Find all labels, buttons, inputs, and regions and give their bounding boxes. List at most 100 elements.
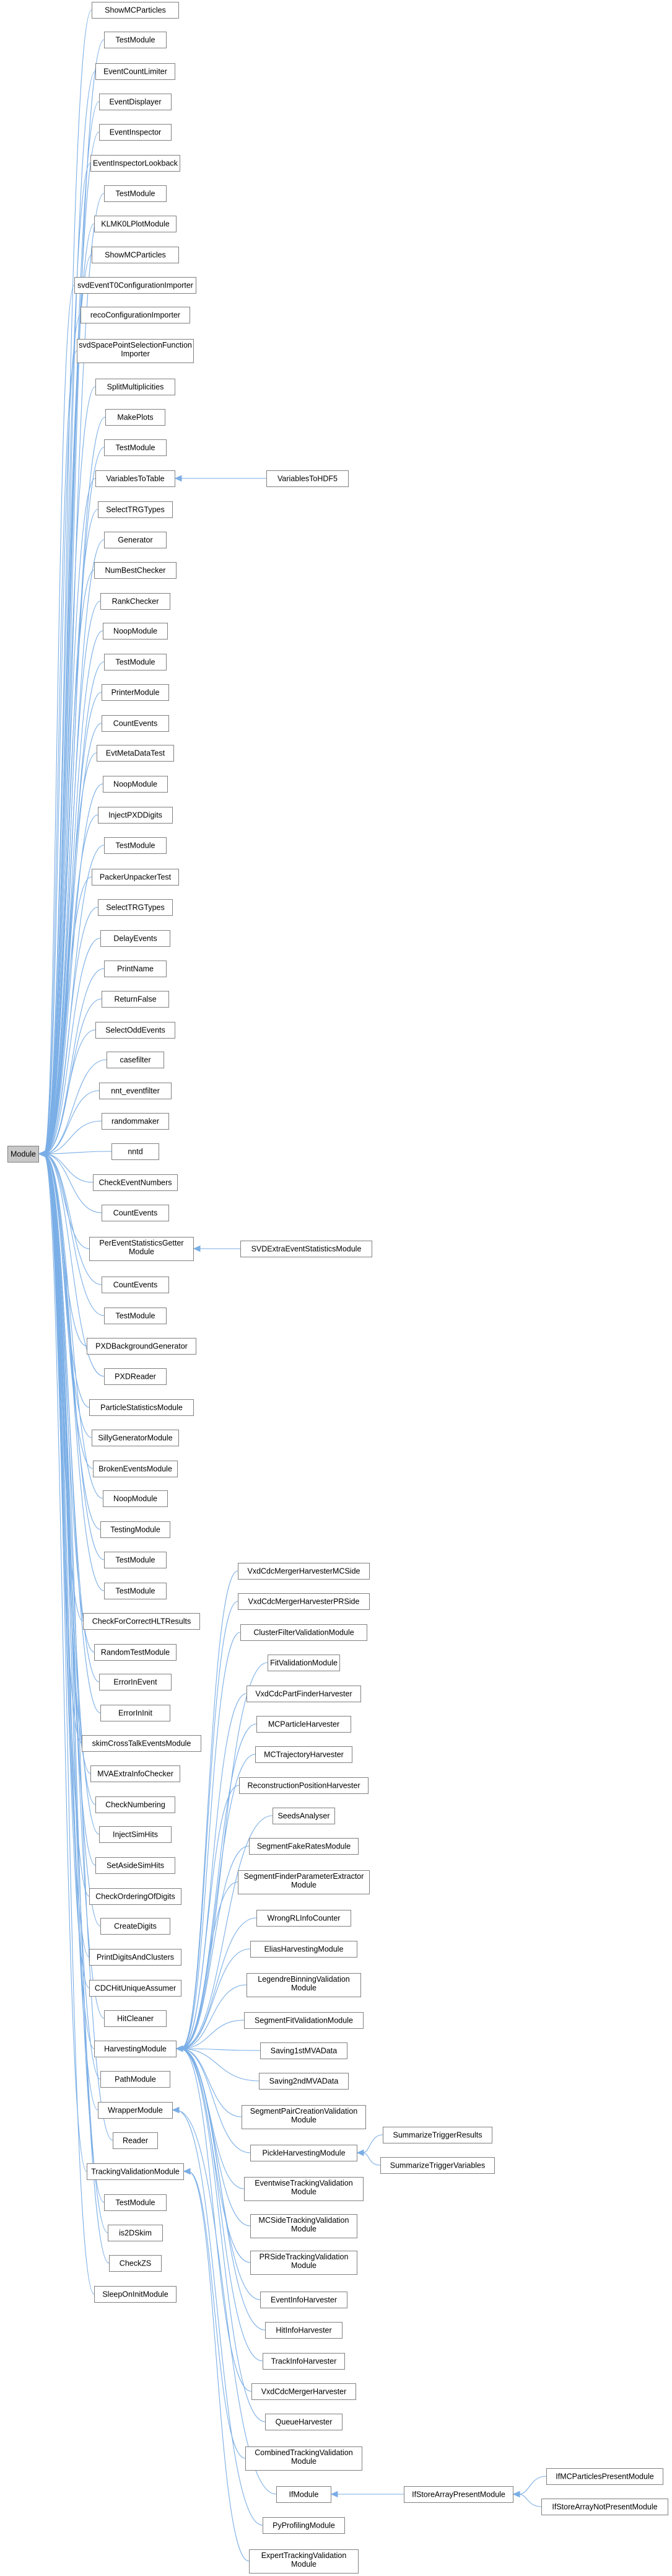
class-node-queueharvester[interactable]: QueueHarvester (265, 2414, 343, 2430)
class-node-module[interactable]: Module (7, 1146, 39, 1163)
class-node-vxdcdcmergerharvesterprside[interactable]: VxdCdcMergerHarvesterPRSide (238, 1593, 370, 1610)
class-node-saving2ndmvadata[interactable]: Saving2ndMVAData (259, 2073, 349, 2090)
class-node-randommaker[interactable]: randommaker (102, 1113, 169, 1130)
class-node-vxdcdcmergerharvester[interactable]: VxdCdcMergerHarvester (251, 2383, 356, 2400)
class-node-harvestingmodule[interactable]: HarvestingModule (94, 2041, 177, 2057)
class-node-packerunpackertest[interactable]: PackerUnpackerTest (92, 869, 179, 886)
class-node-checkzs[interactable]: CheckZS (109, 2255, 162, 2272)
class-node-segmentfitvalidationmodule[interactable]: SegmentFitValidationModule (244, 2012, 364, 2029)
class-node-eventinspector[interactable]: EventInspector (99, 124, 172, 141)
class-node-splitmultiplicities[interactable]: SplitMultiplicities (95, 379, 175, 395)
class-node-createdigits[interactable]: CreateDigits (100, 1918, 170, 1935)
class-node-variablestotable[interactable]: VariablesToTable (95, 470, 175, 487)
class-node-eventinspectorlookback[interactable]: EventInspectorLookback (90, 155, 180, 172)
class-node-hitinfoharvester[interactable]: HitInfoHarvester (265, 2322, 343, 2339)
class-node-generator[interactable]: Generator (104, 532, 167, 548)
class-node-pathmodule[interactable]: PathModule (100, 2071, 170, 2088)
class-node-svdextraeventstatisticsmodule[interactable]: SVDExtraEventStatisticsModule (240, 1241, 372, 1257)
class-node-eliasharvestingmodule[interactable]: EliasHarvestingModule (250, 1941, 357, 1958)
class-node-variablestohdf5[interactable]: VariablesToHDF5 (266, 470, 349, 487)
class-node-trackinfoharvester[interactable]: TrackInfoHarvester (263, 2353, 345, 2370)
class-node-testingmodule[interactable]: TestingModule (100, 1521, 170, 1538)
class-node-pxdreader[interactable]: PXDReader (104, 1368, 167, 1385)
class-node-sleeponinitmodule[interactable]: SleepOnInitModule (94, 2286, 177, 2303)
class-node-pickleharvestingmodule[interactable]: PickleHarvestingModule (250, 2145, 357, 2161)
class-node-testmodule[interactable]: TestModule (104, 837, 167, 854)
class-node-testmodule[interactable]: TestModule (104, 185, 167, 202)
class-node-fitvalidationmodule[interactable]: FitValidationModule (268, 1655, 340, 1671)
class-node-vxdcdcpartfinderharvester[interactable]: VxdCdcPartFinderHarvester (247, 1686, 361, 1702)
class-node-nnt-eventfilter[interactable]: nnt_eventfilter (99, 1083, 172, 1099)
class-node-reader[interactable]: Reader (113, 2132, 158, 2149)
class-node-noopmodule[interactable]: NoopModule (103, 776, 168, 793)
class-node-saving1stmvadata[interactable]: Saving1stMVAData (260, 2042, 347, 2059)
class-node-skimcrosstalkeventsmodule[interactable]: skimCrossTalkEventsModule (82, 1735, 201, 1752)
class-node-checkforcorrecthltresults[interactable]: CheckForCorrectHLTResults (83, 1613, 200, 1630)
class-node-delayevents[interactable]: DelayEvents (100, 930, 170, 947)
class-node-ifmodule[interactable]: IfModule (276, 2486, 331, 2503)
class-node-printermodule[interactable]: PrinterModule (102, 684, 169, 701)
class-node-checkeventnumbers[interactable]: CheckEventNumbers (93, 1174, 178, 1191)
class-node-trackingvalidationmodule[interactable]: TrackingValidationModule (87, 2163, 184, 2180)
class-node-ifstorearraynotpresentmodule[interactable]: IfStoreArrayNotPresentModule (541, 2499, 668, 2515)
class-node-mctrajectoryharvester[interactable]: MCTrajectoryHarvester (255, 1746, 352, 1763)
class-node-is2dskim[interactable]: is2DSkim (108, 2225, 163, 2241)
class-node-sillygeneratormodule[interactable]: SillyGeneratorModule (92, 1430, 179, 1446)
class-node-summarizetriggerresults[interactable]: SummarizeTriggerResults (383, 2127, 492, 2143)
class-node-countevents[interactable]: CountEvents (102, 1277, 169, 1293)
class-node-showmcparticles[interactable]: ShowMCParticles (92, 247, 179, 263)
class-node-rankchecker[interactable]: RankChecker (100, 593, 170, 610)
class-node-ifstorearraypresentmodule[interactable]: IfStoreArrayPresentModule (404, 2486, 513, 2503)
class-node-countevents[interactable]: CountEvents (102, 1205, 169, 1221)
class-node-eventcountlimiter[interactable]: EventCountLimiter (95, 63, 175, 80)
class-node-vxdcdcmergerharvestermcside[interactable]: VxdCdcMergerHarvesterMCSide (238, 1563, 370, 1580)
class-node-returnfalse[interactable]: ReturnFalse (102, 991, 169, 1008)
class-node-hitcleaner[interactable]: HitCleaner (104, 2010, 167, 2027)
class-node-printname[interactable]: PrintName (104, 961, 167, 977)
class-node-noopmodule[interactable]: NoopModule (103, 1490, 168, 1507)
class-node-evtmetadatatest[interactable]: EvtMetaDataTest (97, 745, 174, 762)
class-node-pyprofilingmodule[interactable]: PyProfilingModule (263, 2517, 345, 2534)
class-node-noopmodule[interactable]: NoopModule (103, 623, 168, 640)
class-node-brokeneventsmodule[interactable]: BrokenEventsModule (93, 1461, 178, 1477)
class-node-testmodule[interactable]: TestModule (104, 32, 167, 48)
class-node-testmodule[interactable]: TestModule (104, 1583, 167, 1599)
class-node-selecttrgtypes[interactable]: SelectTRGTypes (98, 501, 173, 518)
class-node-cdchituniqueassumer[interactable]: CDCHitUniqueAssumer (89, 1980, 181, 1997)
class-node-seedsanalyser[interactable]: SeedsAnalyser (273, 1808, 335, 1824)
class-node-selecttrgtypes[interactable]: SelectTRGTypes (98, 899, 173, 916)
class-node-makeplots[interactable]: MakePlots (105, 409, 165, 426)
class-node-testmodule[interactable]: TestModule (104, 654, 167, 670)
class-node-testmodule[interactable]: TestModule (104, 1308, 167, 1324)
class-node-testmodule[interactable]: TestModule (104, 2194, 167, 2211)
class-node-eventdisplayer[interactable]: EventDisplayer (99, 94, 172, 110)
class-node-printdigitsandclusters[interactable]: PrintDigitsAndClusters (89, 1949, 181, 1966)
class-node-wrongrlinfocounter[interactable]: WrongRLInfoCounter (256, 1910, 351, 1927)
class-node-showmcparticles[interactable]: ShowMCParticles (92, 2, 179, 19)
class-node-setasidesimhits[interactable]: SetAsideSimHits (95, 1857, 175, 1874)
class-node-klmk0lplotmodule[interactable]: KLMK0LPlotModule (94, 216, 177, 232)
class-node-casefilter[interactable]: casefilter (107, 1052, 164, 1068)
class-node-errorininit[interactable]: ErrorInInit (100, 1705, 170, 1721)
class-node-testmodule[interactable]: TestModule (104, 439, 167, 456)
class-node-segmentfakeratesmodule[interactable]: SegmentFakeRatesModule (249, 1838, 359, 1855)
class-node-ifmcparticlespresentmodule[interactable]: IfMCParticlesPresentModule (546, 2468, 663, 2485)
class-node-clusterfiltervalidationmodule[interactable]: ClusterFilterValidationModule (240, 1624, 367, 1641)
class-node-particlestatisticsmodule[interactable]: ParticleStatisticsModule (89, 1399, 194, 1416)
class-node-numbestchecker[interactable]: NumBestChecker (94, 562, 177, 579)
class-node-countevents[interactable]: CountEvents (102, 715, 169, 732)
class-node-nntd[interactable]: nntd (111, 1143, 159, 1160)
class-node-checknumbering[interactable]: CheckNumbering (95, 1796, 175, 1813)
class-node-errorinevent[interactable]: ErrorInEvent (99, 1674, 172, 1690)
class-node-reconstructionpositionharvester[interactable]: ReconstructionPositionHarvester (239, 1777, 369, 1794)
